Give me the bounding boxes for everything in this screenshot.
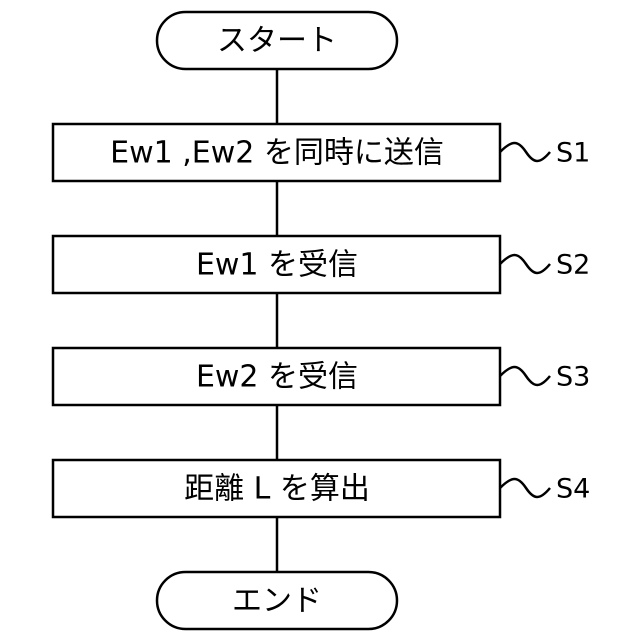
step-id: S1 (556, 138, 590, 169)
step-id: S3 (556, 362, 590, 393)
step-label: Ew2 を受信 (196, 360, 358, 395)
process-step-s4: 距離 L を算出 S4 (53, 460, 590, 517)
step-label: Ew1 を受信 (196, 248, 358, 283)
end-label: エンド (232, 584, 322, 619)
step-id: S2 (556, 250, 590, 281)
step-label: Ew1 ,Ew2 を同時に送信 (110, 136, 444, 171)
process-step-s1: Ew1 ,Ew2 を同時に送信 S1 (53, 124, 590, 181)
step-tag-leader (500, 367, 550, 385)
start-label: スタート (217, 24, 337, 59)
start-node: スタート (157, 12, 397, 69)
step-tag-leader (500, 479, 550, 497)
process-step-s2: Ew1 を受信 S2 (53, 236, 590, 293)
step-label: 距離 L を算出 (184, 472, 370, 507)
step-id: S4 (556, 474, 590, 505)
process-step-s3: Ew2 を受信 S3 (53, 348, 590, 405)
step-tag-leader (500, 143, 550, 161)
end-node: エンド (157, 572, 397, 629)
step-tag-leader (500, 255, 550, 273)
